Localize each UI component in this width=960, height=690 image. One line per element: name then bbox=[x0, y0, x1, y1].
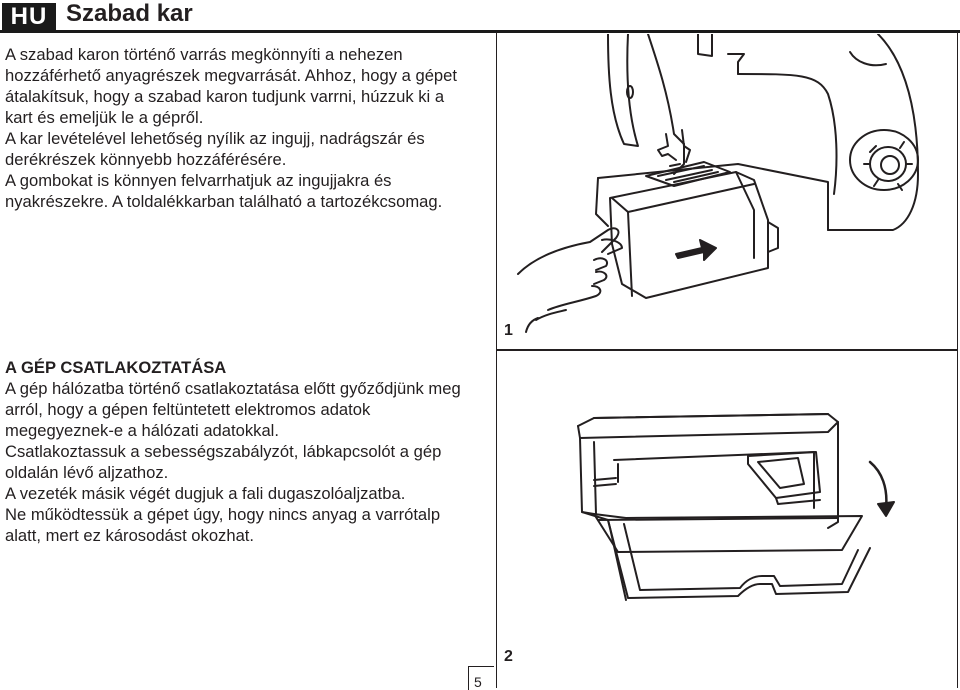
figure-1-label: 1 bbox=[504, 322, 513, 339]
accessory-box-illustration bbox=[577, 413, 895, 601]
figure-divider bbox=[496, 349, 958, 351]
intro-paragraph-1: A szabad karon történő varrás megkönnyít… bbox=[5, 45, 458, 127]
section-heading: A GÉP CSATLAKOZTATÁSA bbox=[5, 358, 227, 377]
intro-text: A szabad karon történő varrás megkönnyít… bbox=[5, 44, 475, 212]
title-rule bbox=[0, 30, 960, 33]
connection-paragraph-3: A vezeték másik végét dugjuk a fali duga… bbox=[5, 484, 406, 503]
language-badge: HU bbox=[2, 3, 56, 30]
free-arm-illustration bbox=[517, 34, 919, 333]
intro-paragraph-2: A kar levételével lehetőség nyílik az in… bbox=[5, 129, 425, 169]
figure-2-label: 2 bbox=[504, 648, 513, 665]
connection-section: A GÉP CSATLAKOZTATÁSA A gép hálózatba tö… bbox=[5, 357, 475, 546]
connection-paragraph-1: A gép hálózatba történő csatlakoztatása … bbox=[5, 379, 461, 440]
intro-paragraph-3: A gombokat is könnyen felvarrhatjuk az i… bbox=[5, 171, 443, 211]
figure-frame bbox=[496, 32, 958, 688]
connection-paragraph-4: Ne működtessük a gépet úgy, hogy nincs a… bbox=[5, 505, 441, 545]
connection-paragraph-2: Csatlakoztassuk a sebességszabályzót, lá… bbox=[5, 442, 442, 482]
page-number: 5 bbox=[474, 674, 482, 690]
page-number-box bbox=[468, 666, 494, 690]
page-title: Szabad kar bbox=[66, 0, 193, 27]
